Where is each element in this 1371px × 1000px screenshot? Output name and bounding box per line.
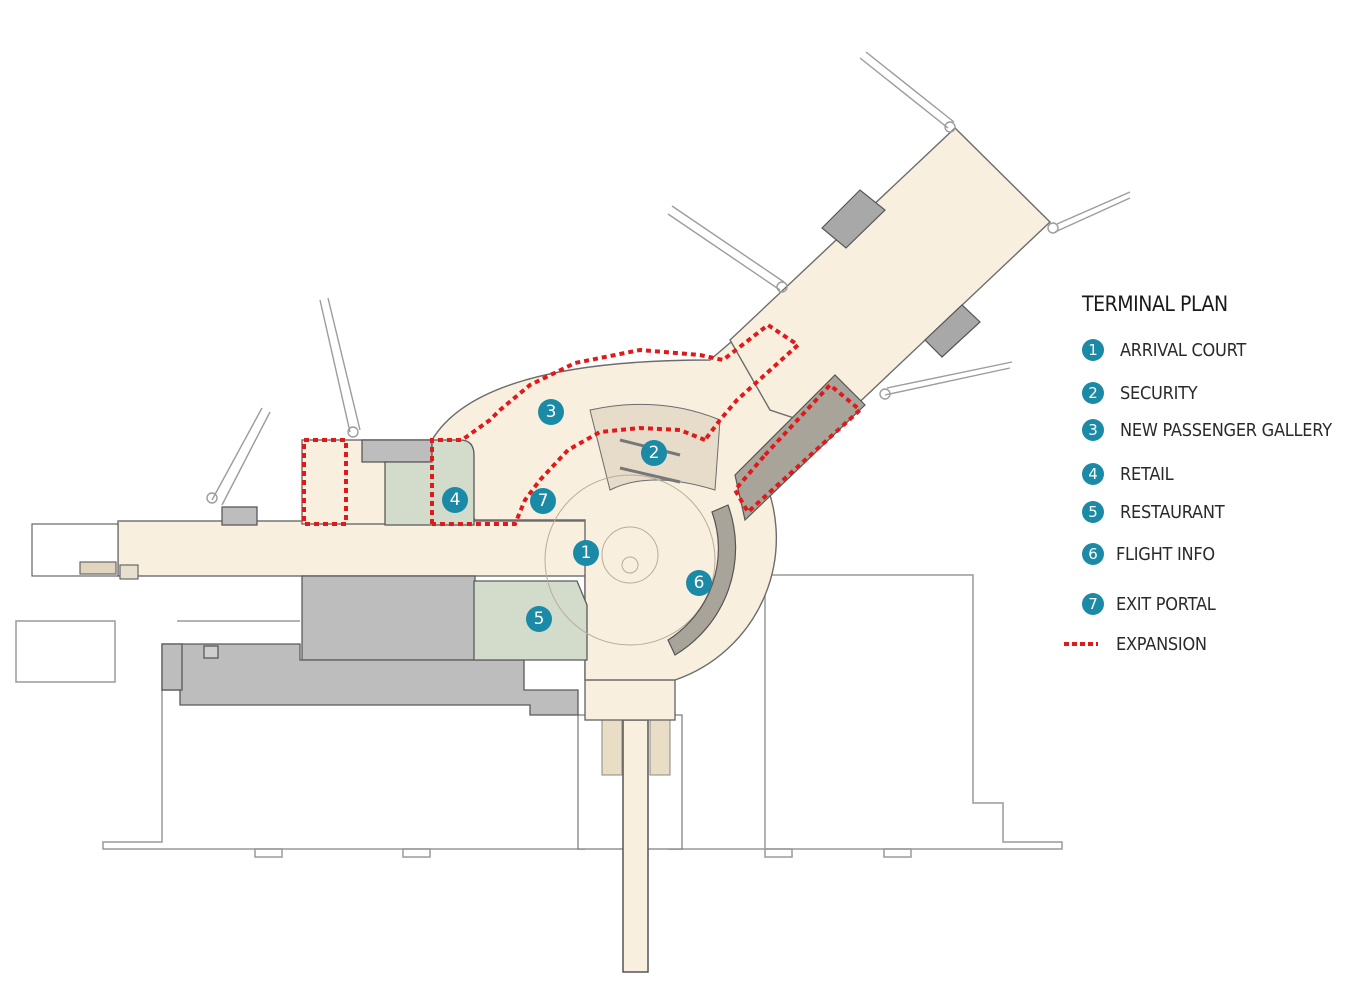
legend-item-flight-info: 6 FLIGHT INFO xyxy=(1082,541,1226,567)
map-marker-passenger-gallery[interactable]: 3 xyxy=(538,399,564,425)
legend-item-arrival-court: 1 ARRIVAL COURT xyxy=(1082,337,1260,363)
number-badge-icon: 4 xyxy=(1082,463,1104,485)
legend-item-retail: 4 RETAIL xyxy=(1082,461,1179,487)
west-stair-structure xyxy=(31,523,139,580)
map-marker-restaurant[interactable]: 5 xyxy=(526,606,552,632)
map-marker-exit-portal[interactable]: 7 xyxy=(530,488,556,514)
number-badge-icon: 2 xyxy=(1082,382,1104,404)
legend-item-expansion: EXPANSION xyxy=(1064,631,1217,657)
legend-item-passenger-gallery: 3 NEW PASSENGER GALLERY xyxy=(1082,417,1355,443)
arrival-rotunda xyxy=(544,474,716,646)
ne-service-strip xyxy=(734,374,866,522)
map-marker-flight-info[interactable]: 6 xyxy=(686,570,712,596)
map-marker-retail[interactable]: 4 xyxy=(442,487,468,513)
expansion-boundaries xyxy=(302,322,864,526)
legend-item-security: 2 SECURITY xyxy=(1082,380,1206,406)
number-badge-icon: 7 xyxy=(1082,593,1104,615)
service-area xyxy=(161,439,579,716)
map-marker-arrival-court[interactable]: 1 xyxy=(573,540,599,566)
dotted-line-icon xyxy=(1064,642,1098,646)
flight-info-ring xyxy=(667,504,737,656)
jet-bridges xyxy=(206,51,1131,506)
legend-item-exit-portal: 7 EXIT PORTAL xyxy=(1082,591,1227,617)
site-outlines xyxy=(15,574,1063,858)
number-badge-icon: 6 xyxy=(1082,543,1104,565)
number-badge-icon: 1 xyxy=(1082,339,1104,361)
south-walkway xyxy=(577,714,683,973)
number-badge-icon: 5 xyxy=(1082,501,1104,523)
map-marker-security[interactable]: 2 xyxy=(641,440,667,466)
number-badge-icon: 3 xyxy=(1082,419,1104,441)
legend-item-restaurant: 5 RESTAURANT xyxy=(1082,499,1236,525)
legend-title: TERMINAL PLAN xyxy=(1082,292,1228,316)
